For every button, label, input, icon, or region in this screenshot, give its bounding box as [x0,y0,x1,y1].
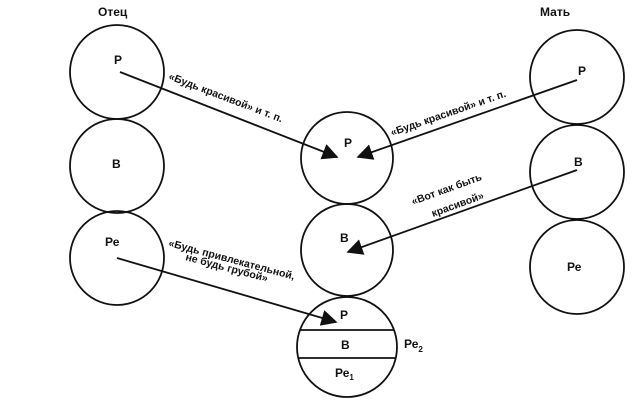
father-child-circle [69,210,165,306]
mother-child-label: Ре [567,260,582,274]
father-parent-circle [69,24,165,120]
daughter-child-circle [296,296,398,398]
mother-parent-label: Р [578,64,586,78]
father-adult-label: В [112,157,121,171]
daughter-parent-circle [300,111,394,205]
father-parent-label: Р [114,53,122,67]
daughter-inner-adult-label: В [341,338,350,352]
mother-parent-circle [529,29,625,125]
daughter-inner-child-label: Ре1 [335,366,354,382]
father-adult-circle [69,118,165,214]
mother-child-circle [529,219,625,315]
mother-header: Мать [540,5,570,19]
arrow-mother-adult-to-daughter-adult [346,169,578,255]
father-header: Отец [98,5,128,19]
daughter-parent-label: Р [344,136,352,150]
daughter-child-label: Ре2 [404,337,423,354]
father-child-label: Ре [105,235,120,249]
daughter-adult-label: В [340,231,349,245]
mother-adult-label: В [574,155,583,169]
arrow-father-child-to-daughter-child [116,257,338,326]
arrow-mother-parent-to-daughter-parent [356,79,578,160]
mother-adult-circle [529,124,625,220]
daughter-inner-parent-label: Р [340,308,348,322]
message-mother-to-parent: «Будь красивой» и т. п. [389,88,508,139]
arrow-father-parent-to-daughter-parent [119,71,339,160]
daughter-adult-circle [300,203,394,297]
